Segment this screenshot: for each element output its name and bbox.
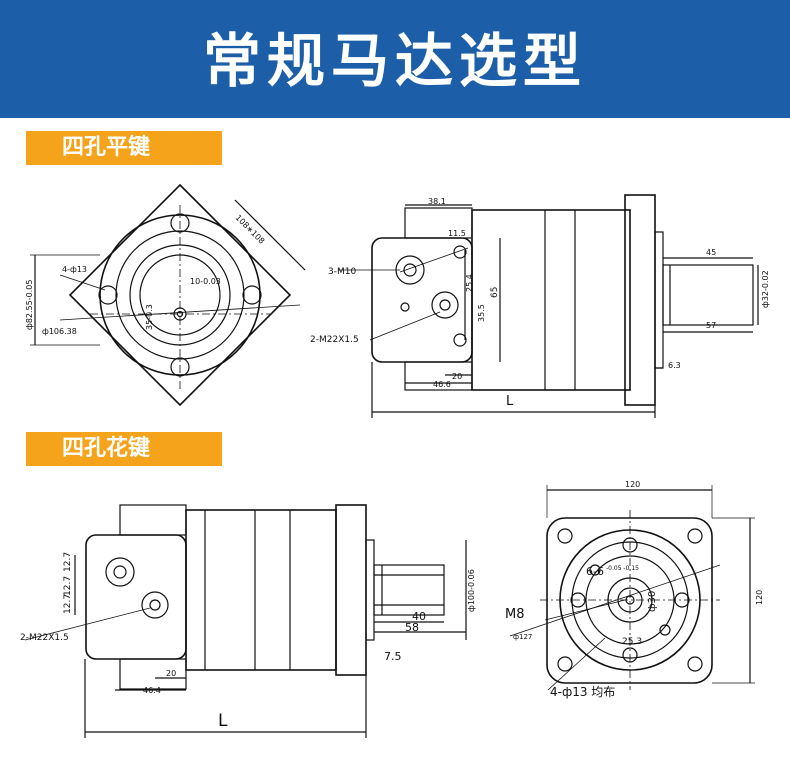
page-header: 常规马达选型 (0, 0, 790, 118)
dim-65: 65 (490, 287, 500, 298)
dim-4-phi13-top: 4-ф13 (62, 265, 87, 274)
dim-82-55: ф82.55-0.05 (25, 280, 34, 330)
front-view-flat-key (30, 183, 306, 407)
dim-3-m10: 3-M10 (328, 267, 356, 277)
side-view-flat-key (338, 194, 759, 418)
dim-6-6: 6-6 (586, 565, 604, 578)
dim-35: 35-0.3 (145, 304, 154, 330)
front-view-spline-key (509, 485, 755, 691)
dim-12-7-c: 12.7 (63, 594, 73, 614)
dim-40: 40 (412, 610, 426, 623)
dim-120-top: 120 (625, 480, 640, 489)
dim-57: 57 (706, 321, 716, 330)
dim-45: 45 (706, 248, 716, 257)
dim-25-3: 25.3 (622, 637, 642, 647)
dim-32: ф32-0.02 (761, 270, 770, 308)
dim-106-38: ф106.38 (42, 327, 77, 336)
dim-20-bottom: 20 (166, 669, 176, 678)
dim-11-5: 11.5 (448, 229, 466, 238)
dim-phi127: ф127 (513, 633, 532, 641)
dim-L-top: L (506, 394, 514, 409)
dim-46-4: 46.4 (143, 686, 161, 695)
dim-120-side: 120 (755, 590, 764, 605)
dim-phi30: ф30 (647, 591, 658, 612)
dim-6-3: 6.3 (668, 361, 681, 370)
dim-2-m22-bottom: 2-M22X1.5 (20, 633, 69, 643)
dim-7-5: 7.5 (384, 650, 402, 663)
dim-10: 10-0.03 (190, 277, 221, 286)
section-label-spline-key: 四孔花键 (26, 432, 222, 466)
dim-2-m22-top: 2-M22X1.5 (310, 335, 359, 345)
dim-12-7-a: 12.7 (63, 552, 73, 572)
dim-4-phi13-bottom: 4-ф13 均布 (550, 685, 615, 699)
side-view-spline-key (24, 504, 467, 738)
dim-58: 58 (405, 621, 419, 634)
dim-L-bottom: L (218, 711, 228, 731)
dim-m8: M8 (505, 607, 525, 622)
dim-38-1: 38.1 (428, 197, 446, 206)
section-label-flat-key: 四孔平键 (26, 131, 222, 165)
dim-25-4: 25.4 (465, 274, 474, 292)
dim-6-6-tol: -0.05 -0.15 (606, 565, 639, 572)
dim-20-top: 20 (452, 372, 462, 381)
page-title: 常规马达选型 (202, 27, 587, 95)
dim-46-6: 46.6 (433, 380, 451, 389)
dim-35-5: 35.5 (477, 304, 486, 322)
dim-12-7-b: 12.7 (63, 576, 73, 596)
dim-phi100: ф100-0.06 (467, 569, 476, 612)
